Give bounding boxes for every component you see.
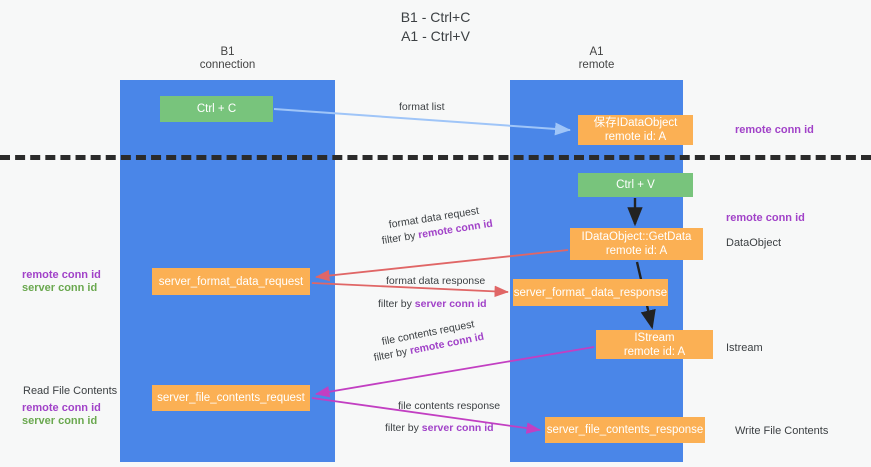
node-server-file-contents-response[interactable]: server_file_contents_response [545, 417, 705, 443]
right-label-remote-conn-id-top: remote conn id [735, 124, 814, 136]
node-server-format-data-response-label: server_format_data_response [513, 286, 668, 299]
node-idataobject-line-2: remote id: A [604, 131, 667, 143]
diagram-title-line-1: B1 - Ctrl+C [400, 9, 471, 25]
column-header-a1: A1 remote [510, 46, 683, 72]
right-label-write-file-contents: Write File Contents [735, 425, 829, 437]
column-header-b1-name: B1 [220, 46, 235, 58]
node-idataobject-getdata-line-1: IDataObject::GetData [581, 231, 692, 243]
node-ctrl-v[interactable]: Ctrl + V [578, 173, 693, 197]
column-header-b1: B1 connection [120, 46, 335, 72]
node-server-format-data-request-label: server_format_data_request [158, 275, 304, 288]
left-label-server-conn-id-mid: server conn id [22, 282, 98, 294]
node-idataobject-getdata-line-2: remote id: A [605, 245, 668, 257]
diagram-title: B1 - Ctrl+C A1 - Ctrl+V [0, 8, 871, 46]
node-istream[interactable]: IStream remote id: A [596, 330, 713, 359]
diagram-title-line-2: A1 - Ctrl+V [401, 28, 470, 44]
node-server-file-contents-response-label: server_file_contents_response [546, 424, 704, 436]
right-label-istream: Istream [726, 342, 763, 354]
column-header-b1-sub: connection [199, 59, 256, 71]
edge-label-file-contents-response-filter: filter by server conn id [385, 421, 494, 436]
column-header-a1-name: A1 [589, 46, 604, 58]
node-server-file-contents-request[interactable]: server_file_contents_request [152, 385, 310, 411]
column-header-a1-sub: remote [578, 59, 615, 71]
left-label-remote-conn-id-mid: remote conn id [22, 269, 101, 281]
right-label-dataobject: DataObject [726, 237, 782, 249]
node-server-file-contents-request-label: server_file_contents_request [157, 392, 305, 404]
edge-label-format-data-response: format data response [386, 275, 486, 287]
edge-label-format-list: format list [399, 101, 445, 113]
node-ctrl-v-label: Ctrl + V [616, 179, 655, 191]
filter-prefix-2: filter by [378, 298, 415, 310]
filter-key-server-conn-id-2: server conn id [421, 422, 494, 434]
right-label-remote-conn-id-mid: remote conn id [726, 212, 805, 224]
node-server-format-data-request[interactable]: server_format_data_request [152, 268, 310, 295]
left-label-remote-conn-id-bottom: remote conn id [22, 402, 101, 414]
node-idataobject-line-1: 保存IDataObject [593, 117, 678, 129]
node-ctrl-c[interactable]: Ctrl + C [160, 96, 273, 122]
phase-separator [0, 155, 871, 160]
filter-prefix-4: filter by [385, 422, 422, 434]
node-istream-line-2: remote id: A [623, 345, 686, 358]
left-label-server-conn-id-bottom: server conn id [22, 415, 98, 427]
node-istream-line-1: IStream [634, 331, 675, 344]
filter-prefix-1: filter by [380, 229, 420, 247]
node-server-format-data-response[interactable]: server_format_data_response [513, 279, 668, 306]
node-idataobject[interactable]: 保存IDataObject remote id: A [578, 115, 693, 145]
node-idataobject-getdata[interactable]: IDataObject::GetData remote id: A [570, 228, 703, 260]
filter-key-server-conn-id-1: server conn id [414, 298, 487, 310]
edge-label-format-data-response-filter: filter by server conn id [378, 297, 487, 312]
edge-label-file-contents-response: file contents response [398, 400, 501, 412]
filter-prefix-3: filter by [372, 345, 412, 364]
node-ctrl-c-label: Ctrl + C [196, 103, 237, 115]
left-label-read-file-contents: Read File Contents [23, 385, 118, 397]
